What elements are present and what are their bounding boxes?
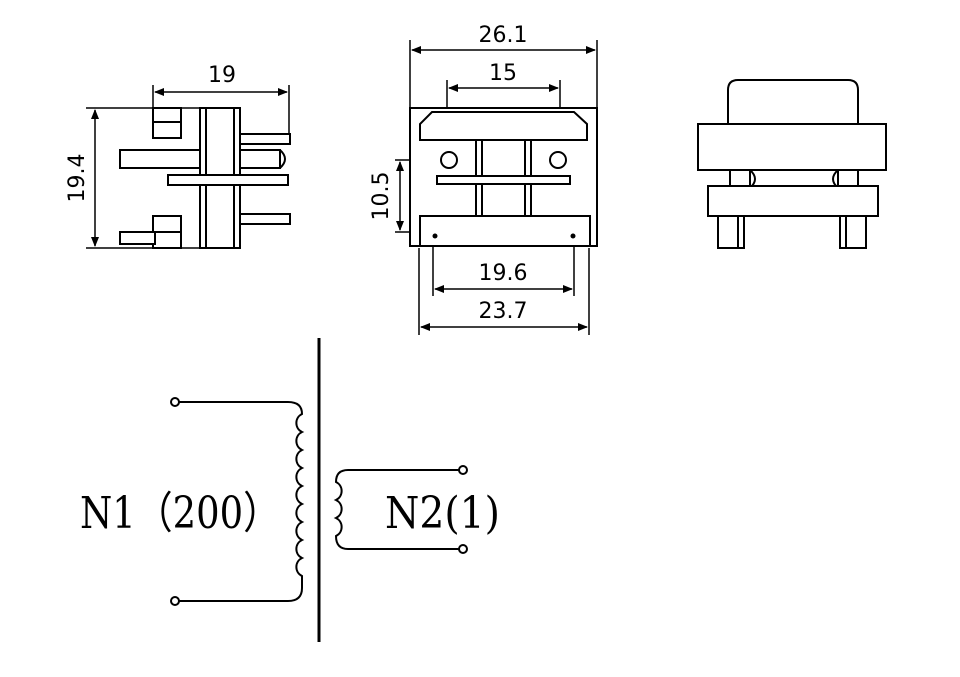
front-bottom-inner-label: 19.6 [479, 261, 528, 286]
front-view: 26.1 15 10.5 19.6 23.7 [369, 23, 598, 335]
secondary-winding-label: N2(1) [385, 488, 500, 539]
front-top-width-label: 26.1 [479, 23, 528, 48]
front-bottom-outer-label: 23.7 [479, 299, 528, 324]
secondary-winding [333, 469, 459, 550]
transformer-schematic: N1（200） N2(1) [80, 338, 500, 642]
side-view: 19 19.4 [65, 63, 291, 249]
side-height-label: 19.4 [65, 154, 90, 203]
side-width-label: 19 [208, 63, 236, 88]
primary-winding [179, 401, 305, 602]
right-view [697, 79, 887, 249]
front-height-label: 10.5 [369, 172, 394, 221]
primary-winding-label: N1（200） [80, 488, 280, 539]
front-pin-pitch-label: 15 [489, 61, 517, 86]
